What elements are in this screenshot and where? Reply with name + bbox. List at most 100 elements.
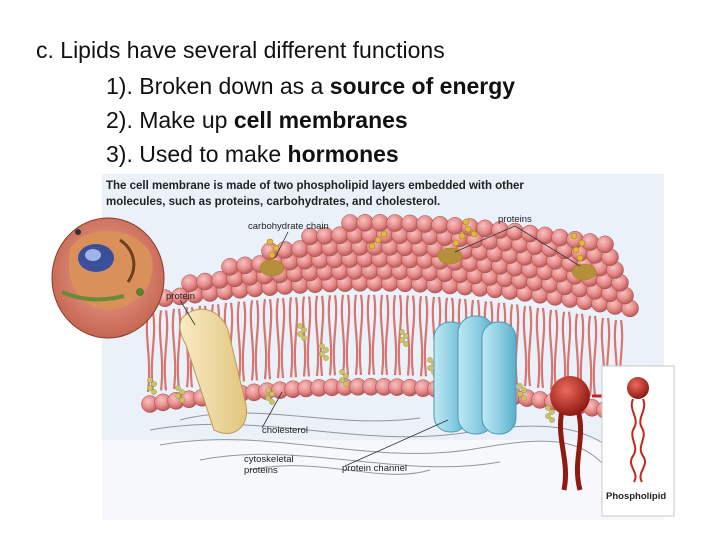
cholesterol-dot bbox=[319, 351, 325, 357]
heading-text: c. Lipids have several different functio… bbox=[36, 37, 445, 63]
lipid-head bbox=[431, 216, 449, 234]
lipid-head bbox=[446, 217, 464, 235]
lipid-tail bbox=[327, 295, 338, 376]
function-3-text: 3). Used to make bbox=[106, 141, 288, 167]
lipid-tail bbox=[418, 296, 429, 377]
cholesterol-dot bbox=[269, 399, 275, 405]
cholesterol-dot bbox=[339, 377, 345, 383]
lipid-head bbox=[181, 274, 199, 292]
cholesterol-dot bbox=[147, 377, 153, 383]
cholesterol-dot bbox=[265, 395, 271, 401]
cholesterol-dot bbox=[301, 327, 307, 333]
lipid-head bbox=[416, 215, 434, 233]
cholesterol-dot bbox=[343, 373, 349, 379]
cholesterol-dot bbox=[265, 387, 271, 393]
lipid-head bbox=[506, 222, 524, 241]
cholesterol-dot bbox=[545, 413, 551, 419]
cholesterol-dot bbox=[403, 333, 409, 339]
lipid-tail bbox=[340, 294, 351, 376]
figure-panel-lower bbox=[102, 440, 664, 520]
lipid-tail bbox=[288, 297, 299, 378]
function-item-2: 2). Make up cell membranes bbox=[106, 106, 408, 134]
label-protein: protein bbox=[166, 291, 196, 302]
cholesterol-dot bbox=[319, 343, 325, 349]
integral-protein bbox=[179, 308, 248, 435]
lipid-tail bbox=[171, 308, 182, 389]
cholesterol-dot bbox=[179, 397, 185, 403]
lipid-tail bbox=[548, 309, 559, 390]
cholesterol-dot bbox=[151, 389, 157, 395]
function-2-bold: cell membranes bbox=[233, 107, 408, 133]
lipid-head bbox=[596, 235, 614, 254]
cholesterol-dot bbox=[521, 387, 527, 393]
lipid-head bbox=[356, 214, 374, 232]
lipid-tail bbox=[249, 300, 260, 381]
cholesterol-dot bbox=[339, 369, 345, 375]
lipid-head bbox=[221, 258, 239, 276]
cholesterol-dot bbox=[517, 383, 523, 389]
label-phospholipid: Phospholipid bbox=[606, 491, 667, 502]
protein-channel-shape bbox=[433, 315, 517, 435]
lipid-head bbox=[236, 256, 254, 275]
cholesterol-dot bbox=[517, 391, 523, 397]
cholesterol-dot bbox=[403, 341, 409, 347]
function-2-text: 2). Make up bbox=[106, 107, 234, 133]
function-item-1: 1). Broken down as a source of energy bbox=[106, 72, 515, 100]
label-leader-lines bbox=[179, 225, 581, 467]
heading-line: c. Lipids have several different functio… bbox=[36, 36, 445, 64]
function-1-text: 1). Broken down as a bbox=[106, 73, 330, 99]
lipid-head bbox=[196, 272, 214, 291]
lipid-head bbox=[521, 224, 539, 243]
lipid-head bbox=[341, 214, 359, 232]
lipid-head bbox=[401, 214, 419, 233]
cholesterol-dot bbox=[521, 395, 527, 401]
cell-icon bbox=[51, 217, 165, 339]
cholesterol-dot bbox=[427, 365, 433, 371]
label-cholesterol: cholesterol bbox=[262, 425, 308, 436]
lipid-head bbox=[386, 214, 404, 232]
cholesterol-dot bbox=[297, 323, 303, 329]
carbohydrate-chains bbox=[259, 218, 597, 281]
lipid-head bbox=[476, 219, 494, 238]
phospholipid-inset bbox=[601, 365, 675, 517]
lipid-head bbox=[371, 214, 389, 232]
cholesterol-dot bbox=[427, 357, 433, 363]
lipid-tail bbox=[379, 294, 390, 376]
cholesterol-dot bbox=[323, 347, 329, 353]
label-cytoskeletal-proteins: cytoskeletal proteins bbox=[244, 454, 294, 476]
lipid-tail bbox=[314, 295, 325, 376]
cholesterol-dot bbox=[399, 329, 405, 335]
cholesterol-dot bbox=[175, 393, 181, 399]
lipid-head bbox=[551, 228, 569, 247]
cholesterol-dot bbox=[297, 331, 303, 337]
cholesterol-dot bbox=[545, 405, 551, 411]
label-carbohydrate-chain: carbohydrate chain bbox=[248, 221, 329, 232]
lipid-tail bbox=[262, 299, 273, 380]
lipid-tail bbox=[158, 310, 169, 391]
cholesterol-dot bbox=[549, 409, 555, 415]
lipid-tail bbox=[535, 307, 546, 389]
lipid-tail bbox=[587, 315, 598, 396]
lipid-tail bbox=[405, 295, 416, 376]
label-protein-channel: protein channel bbox=[342, 463, 407, 474]
lipid-tail bbox=[353, 294, 364, 375]
function-3-bold: hormones bbox=[287, 141, 399, 167]
lipid-tail bbox=[366, 294, 377, 375]
cholesterol-dot bbox=[301, 335, 307, 341]
lipid-head bbox=[536, 226, 554, 245]
cholesterol-dot bbox=[343, 381, 349, 387]
label-proteins: proteins bbox=[498, 214, 532, 225]
lipid-tail bbox=[522, 305, 533, 387]
cholesterol-dot bbox=[399, 337, 405, 343]
cholesterol-dot bbox=[549, 417, 555, 423]
cholesterol-molecules bbox=[147, 323, 555, 423]
cholesterol-dot bbox=[175, 385, 181, 391]
lipid-tail bbox=[275, 297, 286, 379]
cholesterol-dot bbox=[323, 355, 329, 361]
cholesterol-dot bbox=[147, 385, 153, 391]
lipid-tail bbox=[236, 301, 247, 382]
cholesterol-dot bbox=[179, 389, 185, 395]
cholesterol-dot bbox=[269, 391, 275, 397]
